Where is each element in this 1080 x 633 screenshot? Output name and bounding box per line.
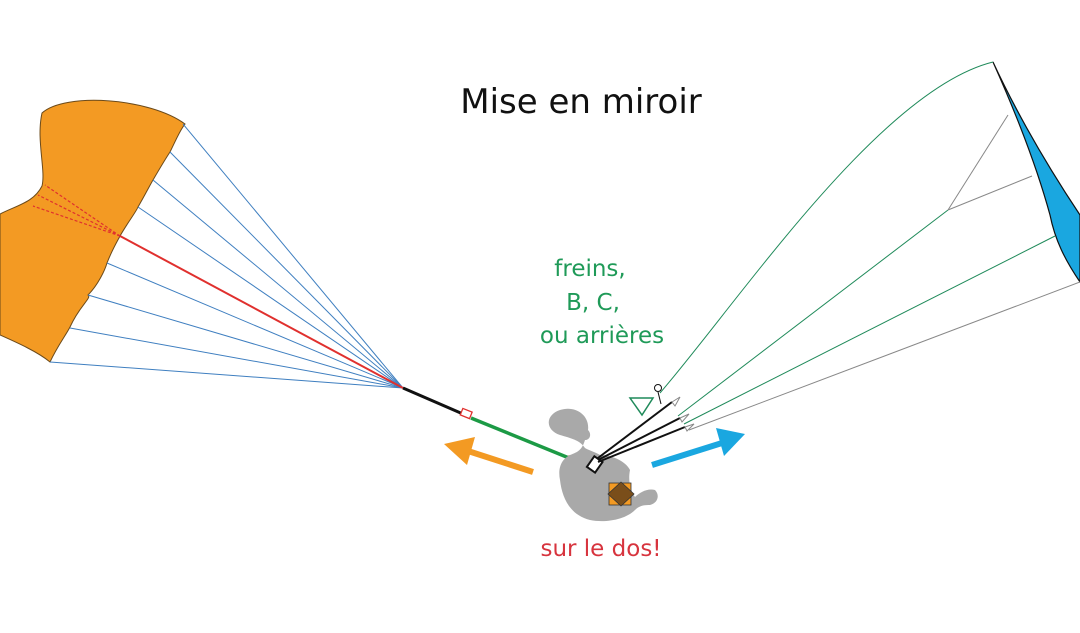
annotation-line-2: B, C,	[566, 290, 620, 316]
annotation-line-3: ou arrières	[539, 323, 665, 349]
diagram-title: Mise en miroir	[460, 82, 702, 122]
annotation-line-1: freins,	[554, 256, 626, 282]
gray-cascade-lines	[947, 114, 1033, 211]
right-wing	[992, 61, 1080, 284]
left-arrow-icon	[444, 437, 534, 475]
green-brake-line	[659, 61, 994, 394]
red-line	[119, 235, 404, 389]
green-line-b	[683, 235, 1056, 425]
gray-line-a	[688, 281, 1080, 431]
right-arrow-icon	[651, 428, 745, 468]
black-riser	[402, 386, 464, 416]
brake-handle-triangle-icon	[628, 397, 655, 417]
brake-toggle-line	[657, 391, 662, 405]
brake-pulley-icon	[654, 384, 662, 392]
green-bridle	[470, 416, 570, 460]
left-suspension-lines	[49, 123, 404, 389]
red-dotted-lines	[32, 184, 121, 237]
left-canopy	[0, 99, 186, 363]
red-connector	[459, 407, 473, 420]
green-line-c	[677, 209, 949, 417]
right-risers	[597, 401, 686, 463]
reserve-container-icon	[607, 481, 635, 507]
bottom-label: sur le dos!	[540, 536, 662, 562]
line-arrowheads	[671, 396, 695, 432]
